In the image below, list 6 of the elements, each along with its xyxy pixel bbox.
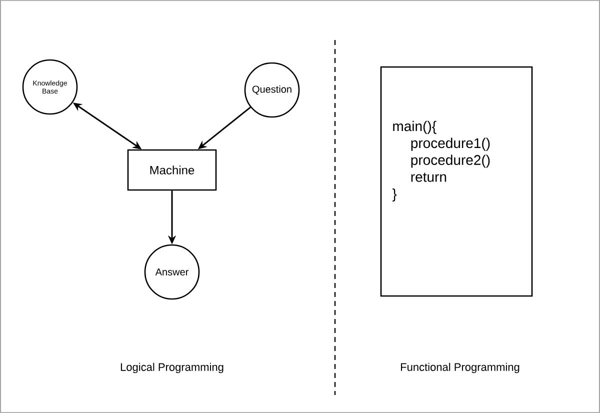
caption-text: Logical Programming	[120, 362, 224, 374]
caption-text: Functional Programming	[401, 362, 520, 374]
code-box: main(){ procedure1() procedure2() return }	[380, 66, 533, 297]
circle-node: Answer	[144, 244, 200, 300]
circle-node: Question	[244, 62, 300, 118]
process-box: Machine	[127, 149, 217, 191]
